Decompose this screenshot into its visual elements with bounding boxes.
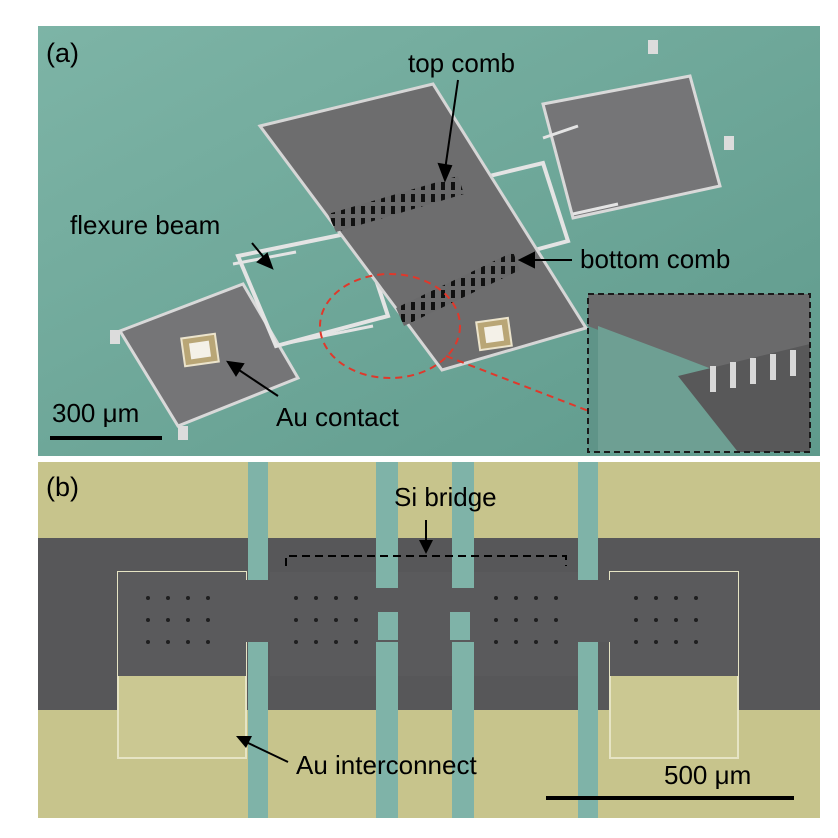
au-contact-arrow: [235, 367, 279, 397]
bottom-comb: [396, 252, 520, 326]
left-flexure-frame: [235, 228, 391, 349]
si-bridge-arrow: [419, 540, 433, 554]
right-pad: [541, 74, 722, 220]
zoom-region-circle: [319, 273, 461, 379]
panel-a-label: (a): [46, 38, 79, 68]
top-comb-arrow: [444, 79, 459, 171]
panel-a-scale-bar-label: 300 μm: [52, 398, 140, 428]
top-comb-label: top comb: [408, 48, 515, 78]
panel-b-label: (b): [46, 472, 79, 502]
zoom-inset: [587, 293, 811, 453]
au-interconnect-label: Au interconnect: [296, 750, 477, 780]
panel-a-sem-image: (a) top comb flexure beam bottom comb Au…: [38, 26, 820, 456]
si-bridge-bracket: [285, 555, 567, 566]
zoom-arrow-line: [445, 355, 613, 421]
panel-b-scale-bar-label: 500 μm: [664, 760, 752, 790]
si-bridge: [118, 572, 738, 676]
bottom-comb-label: bottom comb: [580, 244, 731, 274]
top-comb: [328, 176, 464, 232]
panel-b-sem-image: (b) Si bridge Au interconnect 500 μm: [38, 462, 820, 818]
central-shuttle: [257, 82, 589, 372]
flexure-beam-label: flexure beam: [70, 210, 221, 240]
panel-b-micrograph: [38, 462, 820, 818]
panel-b-scale-bar-line: [546, 796, 794, 800]
au-interconnect-arrow: [236, 736, 252, 748]
etch-holes: [146, 596, 698, 644]
panel-a-scale-bar-line: [50, 436, 162, 440]
si-bridge-label: Si bridge: [394, 482, 497, 512]
panel-a-micrograph: [38, 26, 820, 456]
au-contact-label: Au contact: [276, 402, 399, 432]
